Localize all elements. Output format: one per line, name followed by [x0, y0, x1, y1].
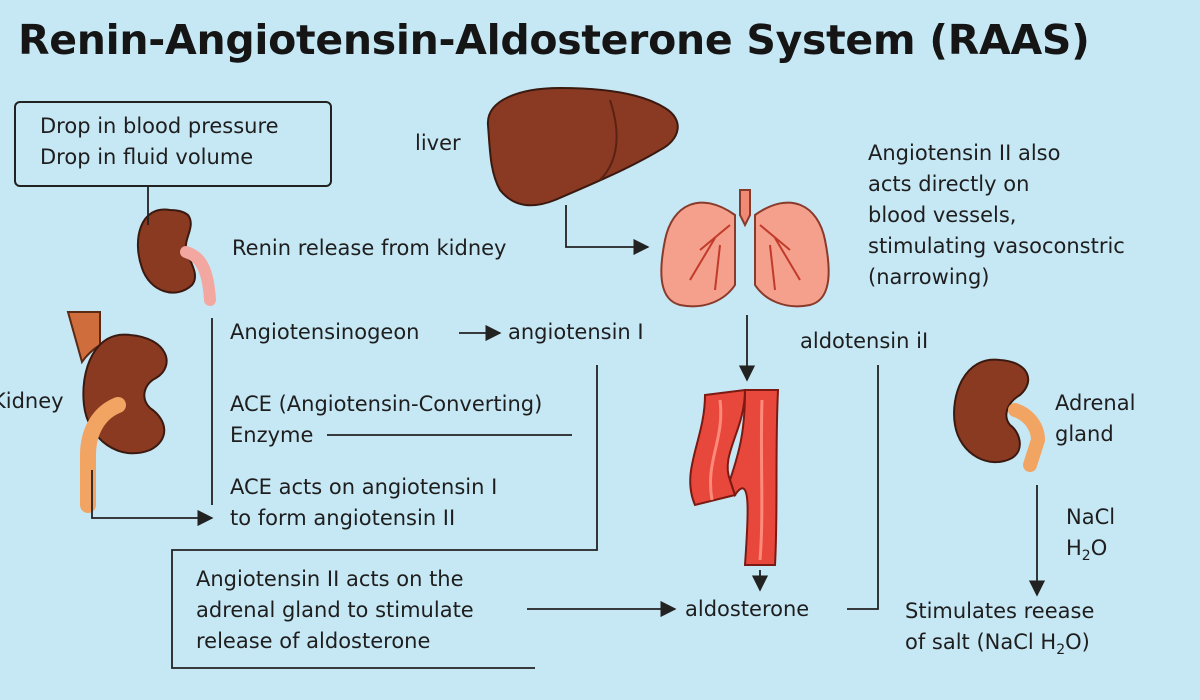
connector-lines: [91, 185, 1046, 669]
renin-label: Renin release from kidney: [232, 236, 507, 260]
adrenal-box-line-2: adrenal gland to stimulate: [196, 598, 474, 622]
page-title: Renin-Angiotensin-Aldosterone System (RA…: [18, 16, 1090, 64]
vaso-line-5: (narrowing): [868, 265, 990, 289]
stimulates-label: Stimulates reease of salt (NaCl H2O): [905, 596, 1094, 661]
aldotensin-label: aldotensin iI: [800, 329, 929, 353]
liver-label: liver: [415, 131, 461, 155]
ace-acts-line-1: ACE acts on angiotensin I: [230, 475, 498, 499]
trigger-text: Drop in blood pressure Drop in fluid vol…: [40, 111, 279, 173]
trigger-line-1: Drop in blood pressure: [40, 114, 279, 138]
vaso-line-1: Angiotensin II also: [868, 141, 1061, 165]
trigger-box: [14, 101, 332, 187]
trigger-line-2: Drop in fluid volume: [40, 145, 254, 169]
adrenal-box-line-1: Angiotensin II acts on the: [196, 567, 464, 591]
ace-label: ACE (Angiotensin-Converting) Enzyme: [230, 389, 542, 451]
angiotensin-1-label: angiotensin I: [508, 320, 644, 344]
stimulates-line-2: of salt (NaCl H2O): [905, 630, 1090, 658]
vaso-line-3: blood vessels,: [868, 203, 1017, 227]
adrenal-kidney-icon: [953, 358, 1046, 472]
adrenal-stimulation-box-text: Angiotensin II acts on the adrenal gland…: [196, 564, 474, 657]
nacl-h2o-label: NaCl H2O: [1066, 502, 1115, 567]
blood-vessel-icon: [689, 388, 780, 566]
kidney-label: Kidney: [0, 389, 64, 413]
ace-line-1: ACE (Angiotensin-Converting): [230, 392, 543, 416]
vaso-note: Angiotensin II also acts directly on blo…: [868, 138, 1125, 293]
adrenal-line-1: Adrenal: [1055, 391, 1136, 415]
ace-acts-label: ACE acts on angiotensin I to form angiot…: [230, 472, 497, 534]
adrenal-line-2: gland: [1055, 422, 1114, 446]
adrenal-box-line-3: release of aldosterone: [196, 629, 431, 653]
ace-line-2: Enzyme: [230, 423, 314, 447]
ace-acts-line-2: to form angiotensin II: [230, 506, 456, 530]
lungs-icon: [660, 189, 830, 308]
h2o-text: H2O: [1066, 536, 1108, 564]
vaso-line-4: stimulating vasoconstric: [868, 234, 1125, 258]
aldosterone-label: aldosterone: [685, 597, 810, 621]
stimulates-line-1: Stimulates reease: [905, 599, 1095, 623]
liver-icon: [486, 86, 679, 207]
kidney-icon: [136, 208, 216, 306]
nacl-text: NaCl: [1066, 505, 1116, 529]
kidney-icon: [66, 311, 168, 513]
angiotensinogen-label: Angiotensinogeon: [230, 320, 420, 344]
adrenal-label: Adrenal gland: [1055, 388, 1135, 450]
vaso-line-2: acts directly on: [868, 172, 1030, 196]
